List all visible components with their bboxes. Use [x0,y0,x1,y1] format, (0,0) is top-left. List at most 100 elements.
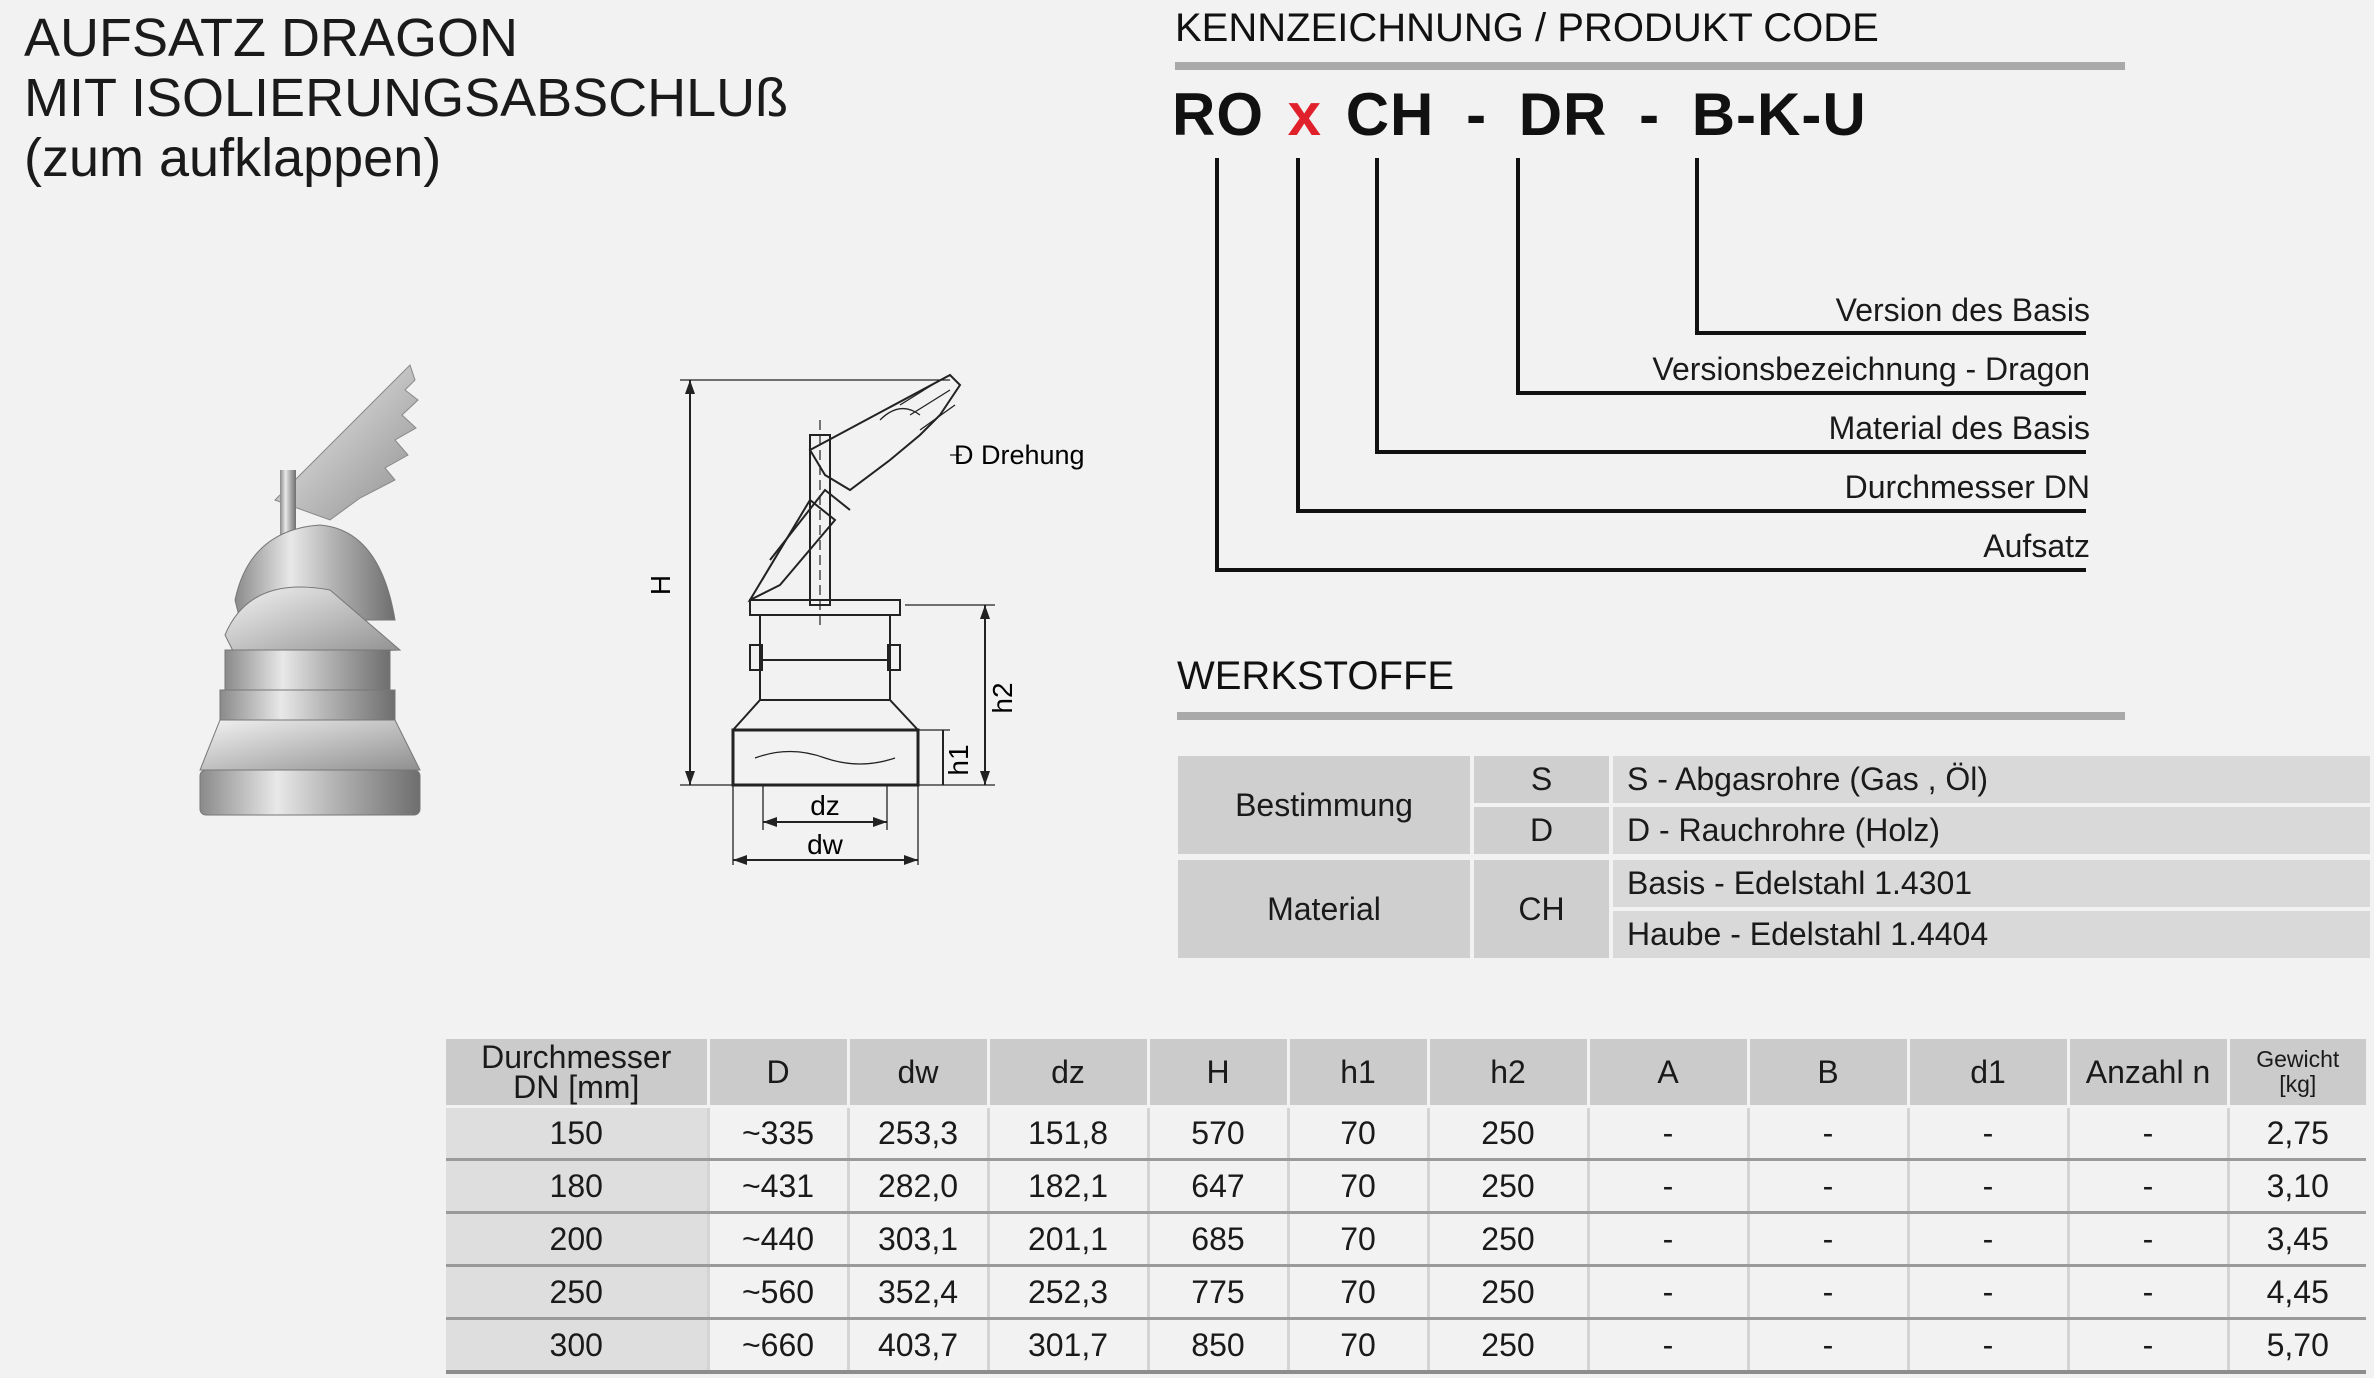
header-dz: dz [986,1039,1148,1108]
technical-drawing: H h2 h1 dz dw D Drehung [650,373,1085,865]
table-cell: 250 [1426,1318,1588,1374]
legend-durchmesser: Durchmesser DN [1844,469,2090,505]
table-cell: 352,4 [846,1265,988,1320]
header-anzahl: Anzahl n [2066,1039,2228,1108]
table-cell: - [1586,1265,1748,1320]
table-cell: 303,1 [846,1212,988,1267]
table-cell: - [1906,1159,2068,1214]
table-cell: 250 [446,1265,708,1320]
table-cell: 647 [1146,1159,1288,1214]
label-H: H [650,575,676,595]
code-part-x: x [1287,81,1323,148]
table-cell: 70 [1286,1265,1428,1320]
table-cell: ~560 [706,1265,848,1320]
table-cell: 201,1 [986,1212,1148,1267]
table-cell: ~431 [706,1159,848,1214]
table-cell: 182,1 [986,1159,1148,1214]
table-cell: 70 [1286,1212,1428,1267]
label-dz: dz [810,790,840,821]
code-sep-2: - [1639,81,1661,148]
value-rauchrohre: D - Rauchrohre (Holz) [1613,807,2370,854]
table-cell: 70 [1286,1106,1428,1161]
header-D: D [706,1039,848,1108]
legend-versionsbezeichnung: Versionsbezeichnung - Dragon [1652,351,2090,387]
table-header-row: Durchmesser DN [mm] D dw dz H h1 h2 A B … [446,1039,2366,1108]
werkstoffe-heading-rule [1177,712,2125,720]
header-H: H [1146,1039,1288,1108]
table-cell: 151,8 [986,1106,1148,1161]
table-cell: - [1746,1212,1908,1267]
table-cell: 685 [1146,1212,1288,1267]
header-h2: h2 [1426,1039,1588,1108]
code-d: D [1474,807,1609,854]
header-gewicht-line1: Gewicht [2256,1046,2340,1072]
table-cell: - [1586,1106,1748,1161]
table-cell: 570 [1146,1106,1288,1161]
header-dn-line1: Durchmesser [481,1039,672,1075]
table-cell: 850 [1146,1318,1288,1374]
header-h1: h1 [1286,1039,1428,1108]
code-sep-1: - [1466,81,1488,148]
table-cell: - [1586,1212,1748,1267]
table-cell: 250 [1426,1212,1588,1267]
table-cell: 252,3 [986,1265,1148,1320]
table-cell: - [1746,1318,1908,1374]
table-cell: 250 [1426,1265,1588,1320]
table-cell: - [2066,1106,2228,1161]
table-cell: - [2066,1159,2228,1214]
table-cell: ~440 [706,1212,848,1267]
header-d1: d1 [1906,1039,2068,1108]
table-cell: 2,75 [2226,1106,2366,1161]
table-cell: - [2066,1318,2228,1374]
value-haube-edelstahl: Haube - Edelstahl 1.4404 [1613,911,2370,958]
code-section-heading: KENNZEICHNUNG / PRODUKT CODE [1175,6,1879,50]
table-cell: 200 [446,1212,708,1267]
label-drehung: D Drehung [954,440,1085,470]
code-part-bku: B-K-U [1691,81,1867,148]
table-cell: - [1906,1106,2068,1161]
table-cell: 282,0 [846,1159,988,1214]
table-cell: - [1906,1318,2068,1374]
table-cell: 4,45 [2226,1265,2366,1320]
header-dw: dw [846,1039,988,1108]
header-gewicht: Gewicht [kg] [2226,1039,2366,1108]
table-cell: 70 [1286,1159,1428,1214]
table-cell: - [1746,1265,1908,1320]
code-ch: CH [1474,860,1609,958]
value-abgasrohre: S - Abgasrohre (Gas , Öl) [1613,756,2370,803]
werkstoffe-heading: WERKSTOFFE [1177,654,1455,698]
table-cell: - [1906,1265,2068,1320]
code-s: S [1474,756,1609,803]
table-cell: 403,7 [846,1318,988,1374]
group-material: Material [1178,860,1470,958]
legend-version-basis: Version des Basis [1835,292,2090,328]
title-line-1: AUFSATZ DRAGON [24,8,519,68]
value-basis-edelstahl: Basis - Edelstahl 1.4301 [1613,860,2370,907]
code-part-ro: RO [1172,81,1264,148]
table-cell: ~660 [706,1318,848,1374]
table-cell: ~335 [706,1106,848,1161]
table-cell: 253,3 [846,1106,988,1161]
product-code: RO x CH - DR - B-K-U [1172,80,1867,149]
table-cell: - [1906,1212,2068,1267]
table-cell: - [1586,1318,1748,1374]
code-part-ch: CH [1345,81,1435,148]
table-cell: 3,10 [2226,1159,2366,1214]
table-cell: 301,7 [986,1318,1148,1374]
table-cell: - [1746,1159,1908,1214]
table-cell: 775 [1146,1265,1288,1320]
table-cell: 250 [1426,1159,1588,1214]
title-line-3: (zum aufklappen) [24,128,442,188]
title-line-2: MIT ISOLIERUNGSABSCHLUß [24,68,789,128]
code-part-dr: DR [1518,81,1608,148]
header-gewicht-line2: [kg] [2279,1071,2317,1097]
table-cell: 150 [446,1106,708,1161]
table-cell: - [1586,1159,1748,1214]
product-photo [199,364,421,816]
product-title: AUFSATZ DRAGON MIT ISOLIERUNGSABSCHLUß (… [24,8,924,188]
